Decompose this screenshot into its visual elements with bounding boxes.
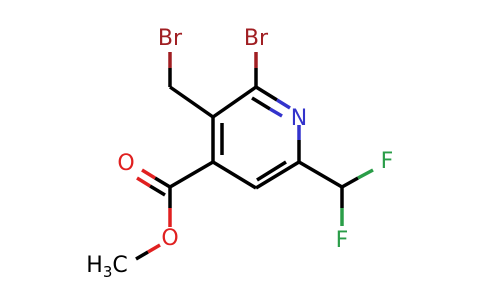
bond-c6-c5-double xyxy=(256,160,287,182)
pyridine-ring xyxy=(211,85,301,190)
bond-c2-n-black xyxy=(255,85,278,102)
bond-o-ch3-black xyxy=(135,250,149,261)
bond-c2-n-blue xyxy=(276,98,291,110)
bond-c2-n-double-black xyxy=(251,96,271,111)
bond-c-o-double-black xyxy=(154,176,171,189)
bromomethyl-group xyxy=(168,52,215,119)
bond-c-o-double-red xyxy=(141,168,156,180)
bond-chf2-f-top-green xyxy=(357,168,374,180)
methyl-c: C xyxy=(112,253,127,278)
bond-c3-ch2 xyxy=(168,85,215,119)
bond-chf2-f-top-black xyxy=(341,176,359,189)
methyl-subscript: 3 xyxy=(103,263,113,281)
methyl-h: H xyxy=(86,253,103,278)
bond-c6-chf2 xyxy=(298,160,343,189)
atom-br-methyl: Br xyxy=(158,26,183,51)
difluoromethyl-group xyxy=(298,160,374,226)
atom-f-bottom: F xyxy=(336,228,349,253)
methyl-ester-group xyxy=(135,160,214,261)
bond-c-o-double-2-red xyxy=(136,176,151,188)
atom-f-top: F xyxy=(381,149,394,174)
atom-n-ring: N xyxy=(291,106,307,131)
atom-o-carbonyl: O xyxy=(117,151,134,176)
bond-o-ch3-red xyxy=(147,243,161,254)
bond-c2-n-double-blue xyxy=(269,107,283,118)
bond-c3-c2 xyxy=(211,85,258,119)
bond-c4-carbonyl-c xyxy=(169,160,214,189)
atom-o-ester: O xyxy=(161,226,178,251)
bond-c-o-double-2-black xyxy=(149,184,166,197)
bond-c5-c4 xyxy=(212,160,257,190)
atom-br-ring: Br xyxy=(244,26,269,51)
atom-methyl-label: H3C xyxy=(86,253,127,281)
bond-c6-c5 xyxy=(255,160,300,190)
